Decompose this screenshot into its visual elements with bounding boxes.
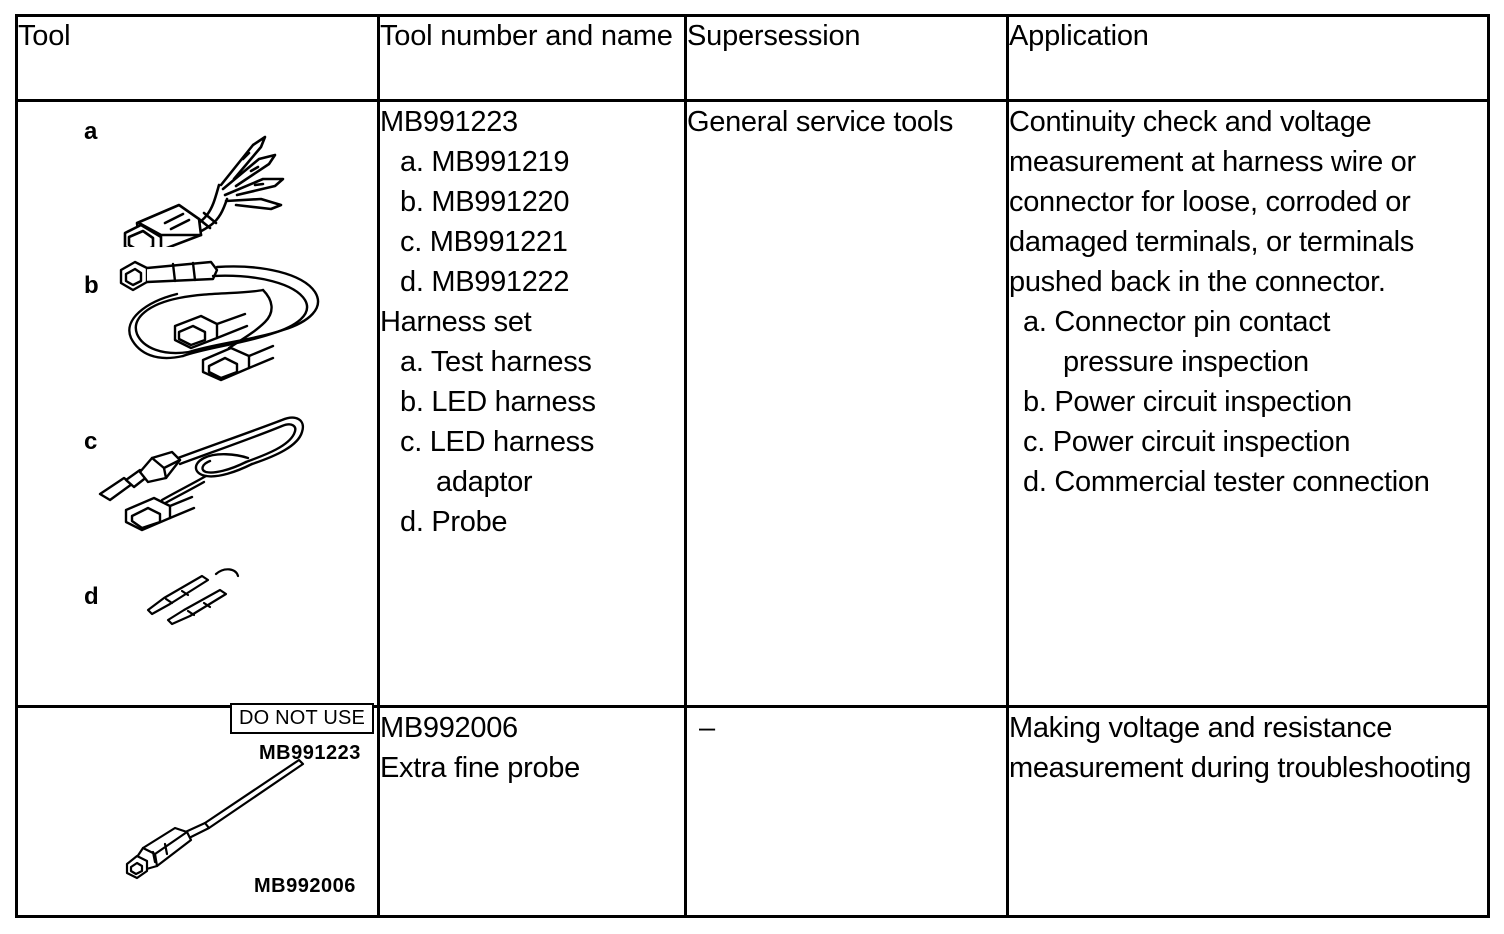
tool-set-item: b. LED harness [400, 386, 596, 418]
table-header: Tool Tool number and name Supersession A… [15, 14, 1490, 102]
application-item-continuation: pressure inspection [1063, 346, 1309, 378]
tool-number-item: c. MB991221 [400, 226, 568, 258]
supersession-value: General service tools [687, 106, 954, 138]
application-item: a. Connector pin contact pressure inspec… [1009, 302, 1487, 382]
extra-fine-probe-icon [125, 759, 305, 880]
tool-set-name: Harness set [380, 306, 532, 338]
tool-set-item: a. Test harness [400, 346, 592, 378]
tool-set-item-continuation: adaptor [436, 466, 533, 498]
application-item: c. Power circuit inspection [1023, 426, 1351, 458]
column-header-application-label: Application [1009, 20, 1149, 52]
application-paragraph: Continuity check and voltage measurement… [1009, 106, 1416, 298]
row-2-supersession-cell: – [684, 705, 1009, 918]
tool-caption: MB992006 [254, 875, 356, 898]
tool-set-item: d. Probe [400, 506, 508, 538]
row-1-application-cell: Continuity check and voltage measurement… [1006, 98, 1490, 709]
figure-letter-a: a [84, 118, 98, 145]
figure-letter-b: b [84, 272, 99, 299]
tool-number-item: d. MB991222 [400, 266, 570, 298]
application-block: Making voltage and resistance measuremen… [1009, 708, 1487, 788]
column-header-tool-label: Tool [18, 20, 71, 52]
figure-letter-c: c [84, 428, 98, 455]
column-header-supersession-label: Supersession [687, 20, 861, 52]
do-not-use-badge: DO NOT USE [230, 703, 375, 734]
tool-set-name: Extra fine probe [380, 752, 580, 785]
column-header-tool-number-and-name: Tool number and name [377, 14, 687, 102]
tool-figure-group: a [18, 102, 377, 763]
supersession-value: – [699, 712, 715, 745]
column-header-tool-number-and-name-label: Tool number and name [380, 20, 673, 52]
tool-set-item-text: c. LED harness [400, 426, 595, 458]
figure-letter-d: d [84, 583, 99, 610]
tool-number-item: a. MB991219 [400, 146, 570, 178]
test-harness-connector-icon [123, 135, 285, 247]
table-row: a [15, 98, 1490, 763]
row-2-tool-figures-cell: MB992006 [15, 705, 380, 918]
application-item: d. Commercial tester connection [1023, 466, 1430, 498]
application-paragraph: Making voltage and resistance measuremen… [1009, 712, 1472, 785]
tool-number-main: MB991223 [380, 106, 518, 138]
row-1-supersession-cell: General service tools [684, 98, 1009, 709]
application-item: b. Power circuit inspection [1023, 386, 1352, 418]
tool-set-item: c. LED harness adaptor [380, 422, 684, 502]
tool-number-block: MB991223 a. MB991219 b. MB991220 c. MB99… [380, 102, 684, 542]
special-tools-table: Tool Tool number and name Supersession A… [15, 14, 1490, 918]
row-1-tool-number-cell: MB991223 a. MB991219 b. MB991220 c. MB99… [377, 98, 687, 709]
row-2-tool-number-cell: MB992006 Extra fine probe [377, 705, 687, 918]
application-block: Continuity check and voltage measurement… [1009, 102, 1487, 502]
led-harness-icon [119, 260, 320, 382]
table-body: a [15, 98, 1490, 918]
tool-caption: MB991223 [259, 742, 361, 764]
row-1-tool-figures-cell: a [15, 98, 380, 763]
column-header-supersession: Supersession [684, 14, 1009, 102]
probe-icon [146, 568, 240, 626]
column-header-tool: Tool [15, 14, 380, 102]
row-2-application-cell: Making voltage and resistance measuremen… [1006, 705, 1490, 918]
tool-number-main: MB992006 [380, 712, 518, 745]
table-row: MB992006 MB992006 Extra fine probe – Mak… [15, 705, 1490, 918]
header-row: Tool Tool number and name Supersession A… [15, 14, 1490, 102]
tool-number-block: MB992006 Extra fine probe [380, 708, 684, 788]
tool-number-item: b. MB991220 [400, 186, 570, 218]
tool-figure-group: MB992006 [18, 708, 377, 908]
column-header-application: Application [1006, 14, 1490, 102]
led-harness-adaptor-icon [98, 416, 305, 532]
application-item-text: a. Connector pin contact [1023, 306, 1331, 338]
